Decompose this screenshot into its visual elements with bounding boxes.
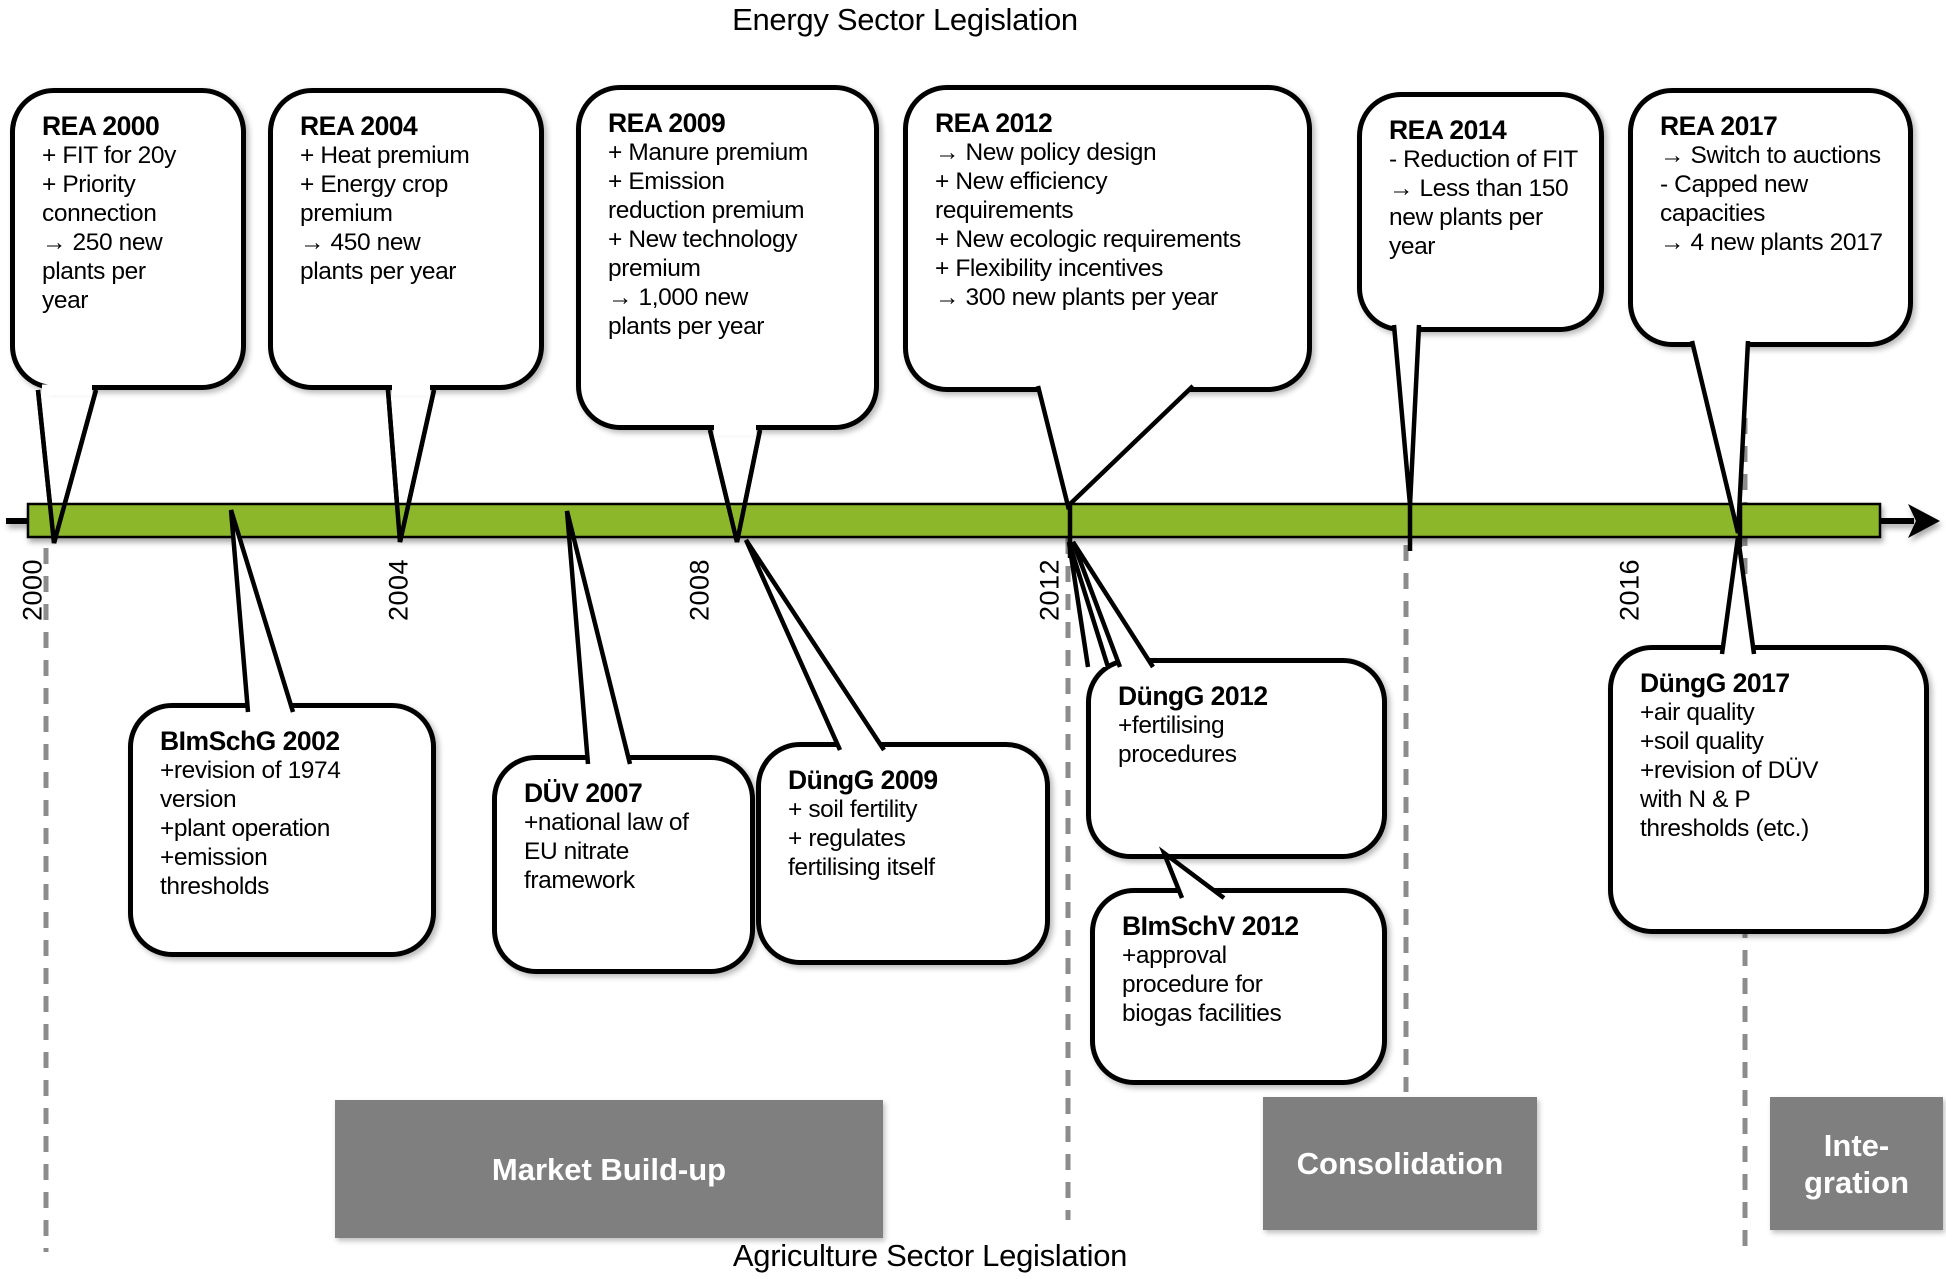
callout-title: REA 2012 <box>935 108 1053 138</box>
callout-body: +fertilising procedures <box>1118 712 1237 768</box>
callout-body: + Manure premium + Emission reduction pr… <box>608 139 808 340</box>
agriculture-sector-title: Agriculture Sector Legislation <box>732 1238 1128 1273</box>
year-label-2016: 2016 <box>1614 558 1645 622</box>
callout-body: + FIT for 20y + Priority connection → 25… <box>42 142 176 314</box>
callout-rea-2000: REA 2000 + FIT for 20y + Priority connec… <box>10 88 246 390</box>
callout-rea-2009: REA 2009 + Manure premium + Emission red… <box>576 85 879 430</box>
callout-title: REA 2014 <box>1389 115 1507 145</box>
phase-box-consolidation: Consolidation <box>1263 1097 1537 1230</box>
year-label-2012: 2012 <box>1034 558 1065 622</box>
callout-body: → Switch to auctions - Capped new capaci… <box>1660 142 1883 256</box>
callout-body: +national law of EU nitrate framework <box>524 809 689 894</box>
callout-title: DÜV 2007 <box>524 778 643 808</box>
callout-title: DüngG 2009 <box>788 765 938 795</box>
callout-title: REA 2009 <box>608 108 726 138</box>
callout-title: REA 2017 <box>1660 111 1778 141</box>
callout-dungg-2017: DüngG 2017 +air quality +soil quality +r… <box>1608 645 1929 934</box>
callout-title: BImSchV 2012 <box>1122 911 1299 941</box>
callout-title: REA 2004 <box>300 111 418 141</box>
year-label-2008: 2008 <box>684 558 715 622</box>
callout-rea-2014: REA 2014 - Reduction of FIT → Less than … <box>1357 92 1604 332</box>
callout-title: DüngG 2012 <box>1118 681 1268 711</box>
callout-rea-2017: REA 2017 → Switch to auctions - Capped n… <box>1628 88 1913 347</box>
timeline-bar <box>26 502 1882 539</box>
callout-bimschv-2012: BImSchV 2012 +approval procedure for bio… <box>1090 888 1387 1085</box>
callout-body: + soil fertility + regulates fertilising… <box>788 796 935 881</box>
phase-box-integration: Inte- gration <box>1770 1097 1943 1230</box>
energy-sector-title: Energy Sector Legislation <box>732 2 1078 37</box>
callout-bimschg-2002: BImSchG 2002 +revision of 1974 version +… <box>128 703 436 957</box>
callout-dungg-2009: DüngG 2009 + soil fertility + regulates … <box>756 742 1050 965</box>
callout-rea-2012: REA 2012 → New policy design + New effic… <box>903 85 1312 392</box>
timeline-arrowhead-icon <box>1908 504 1940 538</box>
callout-duv-2007: DÜV 2007 +national law of EU nitrate fra… <box>492 755 755 974</box>
callout-title: BImSchG 2002 <box>160 726 340 756</box>
callout-title: DüngG 2017 <box>1640 668 1790 698</box>
phase-box-market-build-up: Market Build-up <box>335 1100 883 1238</box>
callout-rea-2004: REA 2004 + Heat premium + Energy crop pr… <box>268 88 544 390</box>
year-label-2000: 2000 <box>17 558 48 622</box>
callout-body: → New policy design + New efficiency req… <box>935 139 1241 311</box>
callout-body: +revision of 1974 version +plant operati… <box>160 757 341 900</box>
callout-dungg-2012: DüngG 2012 +fertilising procedures <box>1086 658 1387 859</box>
callout-title: REA 2000 <box>42 111 160 141</box>
callout-body: +approval procedure for biogas facilitie… <box>1122 942 1282 1027</box>
callout-body: +air quality +soil quality +revision of … <box>1640 699 1819 842</box>
callout-body: - Reduction of FIT → Less than 150 new p… <box>1389 146 1578 260</box>
callout-body: + Heat premium + Energy crop premium → 4… <box>300 142 470 285</box>
year-label-2004: 2004 <box>383 558 414 622</box>
